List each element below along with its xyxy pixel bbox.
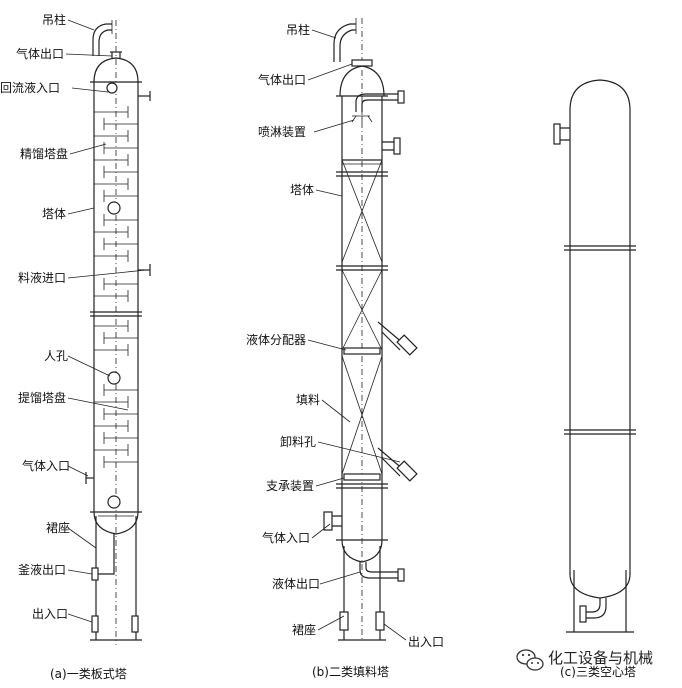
bottom-head-c bbox=[569, 573, 631, 599]
caption-a: (a)一类板式塔 bbox=[50, 667, 127, 681]
label-bottoms-outlet-a: 釜液出口 bbox=[18, 562, 66, 577]
label-hanger-a: 吊柱 bbox=[42, 12, 66, 27]
manhole-top-a bbox=[106, 82, 118, 94]
caption-c: (c)三类空心塔 bbox=[560, 665, 636, 679]
label-gas-inlet-a: 气体入口 bbox=[22, 458, 70, 473]
watermark-text: 化工设备与机械 bbox=[548, 649, 653, 667]
label-gas-outlet-b: 气体出口 bbox=[258, 72, 306, 87]
label-gas-inlet-b: 气体入口 bbox=[262, 530, 310, 545]
top-head-c bbox=[569, 79, 631, 111]
top-head-b bbox=[339, 65, 385, 97]
label-spray-b: 喷淋装置 bbox=[258, 125, 306, 139]
support-b bbox=[343, 473, 381, 481]
wechat-icon bbox=[516, 649, 544, 671]
rect-trays-a bbox=[94, 106, 138, 302]
label-rect-trays-a: 精馏塔盘 bbox=[20, 146, 68, 161]
label-skirt-a: 裙座 bbox=[46, 520, 70, 535]
label-shell-a: 塔体 bbox=[42, 207, 66, 221]
label-hanger-b: 吊柱 bbox=[286, 22, 310, 37]
labels-b: 吊柱 气体出口 喷淋装置 塔体 液体分配器 填料 卸料孔 支承装置 气体入口 液… bbox=[246, 22, 444, 679]
label-strip-trays-a: 提馏塔盘 bbox=[18, 390, 66, 405]
label-packing-b: 填料 bbox=[296, 393, 320, 407]
caption-b: (b)二类填料塔 bbox=[312, 665, 389, 679]
label-feed-inlet-a: 料液进口 bbox=[18, 270, 66, 285]
hanger-b bbox=[333, 23, 356, 62]
empty-tower-c bbox=[553, 79, 636, 633]
strip-trays-a bbox=[94, 320, 138, 468]
label-manhole-a: 人孔 bbox=[44, 349, 68, 363]
label-skirt-b: 裙座 bbox=[292, 622, 316, 637]
manhole-bottom-a bbox=[107, 495, 121, 509]
top-head-a bbox=[93, 57, 139, 83]
angled-nozzle-upper-b bbox=[377, 321, 418, 356]
label-reflux-inlet-a: 回流液入口 bbox=[0, 80, 60, 95]
label-distributor-b: 液体分配器 bbox=[246, 332, 306, 347]
packing-bed-1-b bbox=[336, 159, 388, 263]
label-gas-outlet-a: 气体出口 bbox=[16, 46, 64, 61]
label-support-b: 支承装置 bbox=[266, 479, 314, 493]
label-unload-hole-b: 卸料孔 bbox=[280, 434, 316, 449]
packing-bed-2-b bbox=[341, 355, 383, 475]
watermark: 化工设备与机械 bbox=[516, 649, 653, 671]
manhole-low-a bbox=[107, 371, 121, 385]
label-access-port-b: 出入口 bbox=[408, 635, 444, 649]
plate-tower-a bbox=[85, 20, 151, 645]
distributor-b bbox=[341, 269, 383, 355]
unload-hole-b bbox=[377, 447, 418, 482]
packed-tower-b bbox=[323, 18, 418, 641]
hanger-a bbox=[92, 23, 112, 56]
label-shell-b: 塔体 bbox=[290, 183, 314, 197]
label-access-port-a: 出入口 bbox=[32, 607, 68, 621]
manhole-mid-a bbox=[107, 201, 121, 215]
labels-a: 吊柱 气体出口 回流液入口 精馏塔盘 塔体 料液进口 人孔 提馏塔盘 气体入口 … bbox=[0, 12, 147, 681]
label-liquid-outlet-b: 液体出口 bbox=[272, 576, 320, 591]
